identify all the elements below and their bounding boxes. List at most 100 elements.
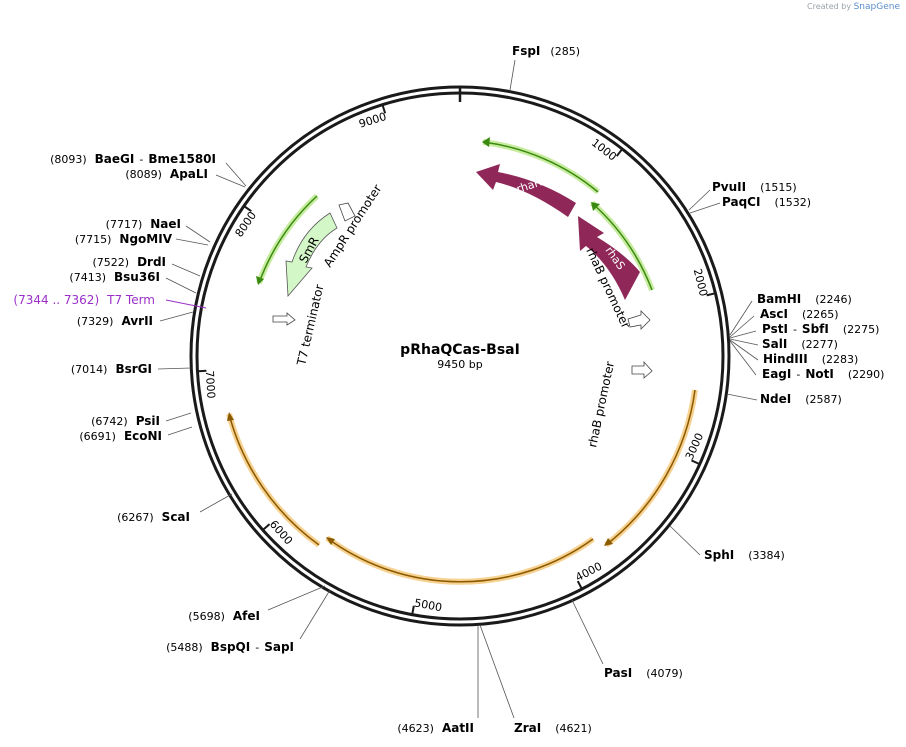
tick-2000 xyxy=(706,292,715,297)
site-bspqi-sapi[interactable]: (5488)BspQI-SapI xyxy=(166,640,294,654)
site-bsu36i[interactable]: (7413)Bsu36I xyxy=(69,270,160,284)
site-asci[interactable]: AscI(2265) xyxy=(760,307,839,321)
feature-rhab-promoter-2[interactable] xyxy=(631,360,653,379)
site-psii[interactable]: (6742)PsiI xyxy=(91,414,160,428)
leader-drdi xyxy=(171,263,201,277)
tick-9000 xyxy=(381,105,387,114)
tick-3000 xyxy=(691,459,700,465)
tick-label-1000: 1000 xyxy=(589,136,619,164)
site-naei[interactable]: (7717)NaeI xyxy=(106,217,181,231)
snapgene-logo: SnapGene xyxy=(853,2,900,12)
leader-sphi xyxy=(669,525,701,556)
site-t7-term[interactable]: (7344 .. 7362)T7 Term xyxy=(13,293,155,307)
orf-arc-bottom-orange-line xyxy=(326,537,594,583)
feature-label-smr: SmR xyxy=(296,234,321,265)
leader-baegi xyxy=(225,162,247,187)
leader-sali xyxy=(729,338,759,346)
leader-eagi xyxy=(729,340,757,376)
tick-label-2000: 2000 xyxy=(691,267,710,297)
orf-arrowhead-right-orange xyxy=(604,538,613,546)
leader-ngomiv xyxy=(175,238,209,246)
orf-arcs xyxy=(226,137,698,585)
leader-hindiii xyxy=(729,339,759,361)
orf-arrowhead-rhaR xyxy=(482,137,490,147)
leader-psti xyxy=(729,330,757,339)
leader-apali xyxy=(215,174,246,188)
site-hindiii[interactable]: HindIII(2283) xyxy=(763,352,858,366)
leader-paqci xyxy=(689,202,721,214)
site-ngomiv[interactable]: (7715)NgoMIV xyxy=(75,232,173,246)
leader-scai xyxy=(199,493,233,513)
leader-psii xyxy=(165,412,192,422)
site-labels: FspI(285) PvuII(1515) PaqCI(1532) BamHI(… xyxy=(13,44,884,735)
site-scai[interactable]: (6267)ScaI xyxy=(117,510,190,524)
site-apali[interactable]: (8089)ApaLI xyxy=(125,167,208,181)
snapgene-credit: Created by SnapGene xyxy=(807,2,900,12)
orf-arrowhead-rhaS xyxy=(591,202,600,211)
site-sphi[interactable]: SphI(3384) xyxy=(704,548,785,562)
site-drdi[interactable]: (7522)DrdI xyxy=(92,255,166,269)
orf-arrowhead-left-orange xyxy=(227,412,234,421)
site-psti-sbfi[interactable]: PstI-SbfI(2275) xyxy=(762,322,879,336)
tick-1000 xyxy=(615,149,623,157)
credit-prefix: Created by xyxy=(807,2,852,11)
site-zrai[interactable]: ZraI(4621) xyxy=(514,721,592,735)
feature-smr[interactable] xyxy=(285,212,338,298)
orf-arc-left-orange-line xyxy=(228,413,320,546)
leader-fspi xyxy=(509,59,516,91)
tick-8000 xyxy=(244,205,252,212)
site-paqci[interactable]: PaqCI(1532) xyxy=(722,195,811,209)
site-pasi[interactable]: PasI(4079) xyxy=(604,666,683,680)
leader-bsu36i xyxy=(165,277,197,294)
orf-arc-rhaR-line xyxy=(482,141,599,193)
site-sali[interactable]: SalI(2277) xyxy=(762,337,838,351)
site-afei[interactable]: (5698)AfeI xyxy=(188,609,260,623)
leader-asci xyxy=(729,315,755,338)
leader-pasi xyxy=(571,599,604,665)
tick-5000 xyxy=(411,605,415,614)
leader-bamhi xyxy=(729,300,753,336)
tick-6000 xyxy=(262,523,271,531)
leader-econi xyxy=(167,426,193,436)
site-leader-lines xyxy=(157,59,759,719)
orf-arc-rhaS-line xyxy=(591,202,653,291)
leader-bspqi xyxy=(299,589,331,640)
site-baegi-bme1580i[interactable]: (8093)BaeGI-Bme1580I xyxy=(50,152,216,166)
site-avrii[interactable]: (7329)AvrII xyxy=(77,314,153,328)
site-bsrgi[interactable]: (7014)BsrGI xyxy=(71,362,152,376)
site-pvuii[interactable]: PvuII(1515) xyxy=(712,180,797,194)
leader-ndei xyxy=(726,393,758,401)
backbone-outer-circle xyxy=(189,85,731,627)
feature-label-t7-terminator: T7 terminator xyxy=(294,283,326,368)
leader-avrii xyxy=(159,311,194,322)
site-ndei[interactable]: NdeI(2587) xyxy=(760,392,842,406)
plasmid-size: 9450 bp xyxy=(437,358,482,371)
leader-bsrgi xyxy=(157,367,192,370)
feature-t7-terminator[interactable] xyxy=(272,312,296,326)
plasmid-name: pRhaQCas-BsaI xyxy=(400,342,520,358)
orf-arc-right-orange xyxy=(604,389,698,548)
feature-rhaS[interactable] xyxy=(578,216,640,300)
tick-4000 xyxy=(576,580,583,589)
orf-arrowhead-bottom-orange xyxy=(326,537,335,545)
feature-rhab-promoter-1[interactable] xyxy=(627,310,651,330)
leader-t7-term xyxy=(165,299,207,309)
site-fspi[interactable]: FspI(285) xyxy=(512,44,580,58)
site-econi[interactable]: (6691)EcoNI xyxy=(79,429,162,443)
orf-arc-smr-line xyxy=(258,195,318,284)
feature-rhaR[interactable] xyxy=(476,164,576,217)
orf-arc-bottom-orange xyxy=(325,535,595,585)
tick-label-8000: 8000 xyxy=(232,209,259,239)
feature-ampr-promoter[interactable] xyxy=(338,202,356,222)
feature-label-rhab-promoter-2: rhaB promoter xyxy=(585,360,617,448)
orf-arc-right-orange-line xyxy=(605,389,696,546)
site-aatii[interactable]: (4623)AatII xyxy=(397,721,474,735)
site-bamhi[interactable]: BamHI(2246) xyxy=(757,292,852,306)
leader-naei xyxy=(185,225,211,243)
leader-zrai xyxy=(479,624,515,719)
orf-arrowhead-smr xyxy=(256,276,264,285)
tick-label-7000: 7000 xyxy=(203,370,218,399)
leader-afei xyxy=(267,585,326,611)
site-eagi-noti[interactable]: EagI-NotI(2290) xyxy=(762,367,884,381)
